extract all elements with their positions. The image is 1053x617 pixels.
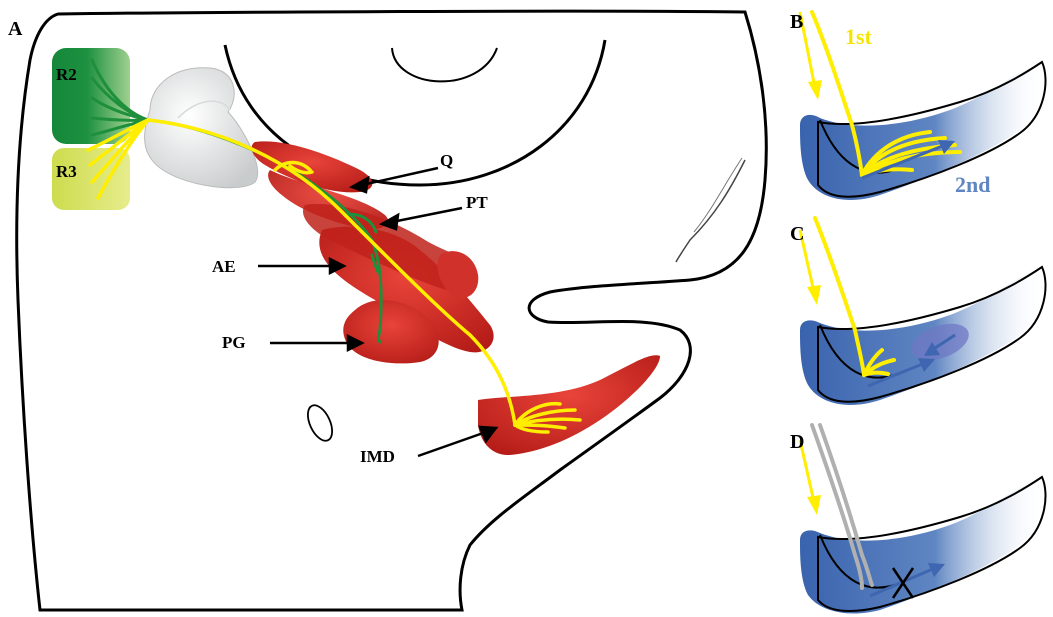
label-q: Q (440, 151, 453, 170)
lens (392, 48, 497, 81)
panel-label-a: A (8, 18, 23, 40)
panel-label-d: D (790, 431, 804, 453)
panel-c: C (790, 218, 1046, 405)
otic-fold (676, 160, 745, 262)
label-pt: PT (466, 193, 488, 212)
label-pg: PG (222, 333, 246, 352)
label-r2: R2 (56, 65, 77, 84)
muscle-group (252, 141, 660, 455)
panel-d: D (790, 425, 1046, 614)
label-r3: R3 (56, 162, 77, 181)
label-first: 1st (845, 24, 873, 49)
otic-fold-inner (694, 158, 742, 232)
label-imd: IMD (360, 447, 395, 466)
r2-block (52, 48, 130, 144)
panel-b: B 1st 2nd (790, 11, 1046, 200)
muscle-imd (478, 355, 660, 455)
label-second: 2nd (955, 172, 990, 197)
panel-label-b: B (790, 11, 803, 33)
label-ae: AE (212, 257, 236, 276)
trigeminal-ganglion (145, 68, 258, 188)
otic-vesicle (303, 402, 337, 445)
panel-a: A R2 R3 Q PT AE PG IMD (8, 11, 766, 610)
panel-label-c: C (790, 223, 804, 245)
